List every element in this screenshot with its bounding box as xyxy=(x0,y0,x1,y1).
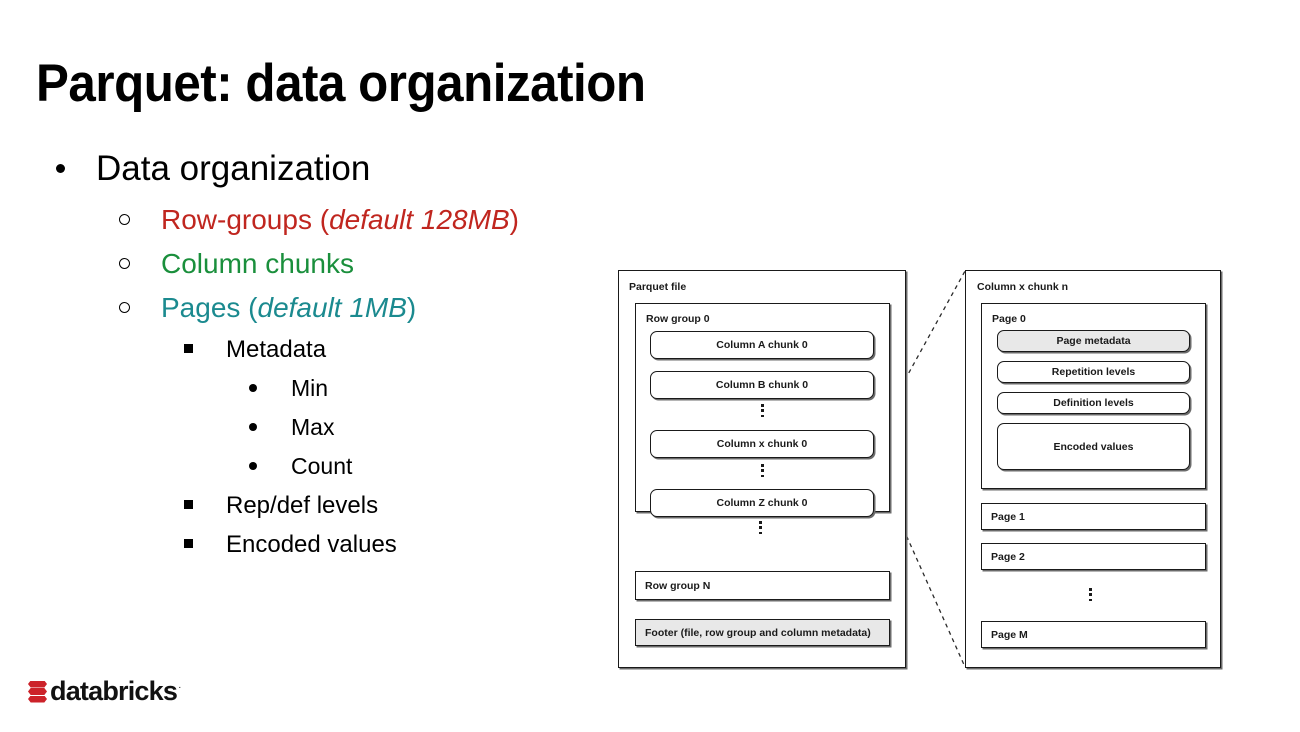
bullet-data-organization: Data organization xyxy=(46,146,606,192)
page-0-title: Page 0 xyxy=(992,313,1026,325)
bullet-label-pages: Pages (default 1MB) xyxy=(161,286,416,329)
column-chunk-title: Column x chunk n xyxy=(977,281,1069,293)
page-0-box: Page 0 Page metadata Repetition levels D… xyxy=(981,303,1206,489)
row-groups-text: Row-groups ( xyxy=(161,204,330,235)
circle-bullet-icon xyxy=(111,214,161,234)
square-bullet-icon xyxy=(176,344,226,362)
databricks-logo: databricks · xyxy=(28,678,181,705)
disc-bullet-icon xyxy=(241,461,291,479)
chunk-ellipsis-bottom xyxy=(761,464,764,477)
bullet-label-encoded-values: Encoded values xyxy=(226,531,397,558)
page-2-box: Page 2 xyxy=(981,543,1206,570)
bullet-pages: Pages (default 1MB) xyxy=(111,286,606,329)
circle-bullet-icon xyxy=(111,302,161,322)
square-bullet-icon xyxy=(176,539,226,557)
row-groups-tail: ) xyxy=(509,204,519,235)
disc-bullet-icon xyxy=(46,163,96,179)
databricks-mark-icon xyxy=(28,680,47,703)
column-a-chunk-box: Column A chunk 0 xyxy=(650,331,874,359)
bullet-label-metadata: Metadata xyxy=(226,336,327,363)
bullet-label-data-organization: Data organization xyxy=(96,149,371,188)
bullet-metadata: Metadata xyxy=(176,330,606,369)
disc-bullet-icon xyxy=(241,383,291,401)
bullet-count: Count xyxy=(241,447,606,486)
pages-tail: ) xyxy=(406,292,417,323)
row-group-n-box: Row group N xyxy=(635,571,890,600)
page-ellipsis xyxy=(1089,588,1092,601)
bullet-max: Max xyxy=(241,408,606,447)
column-x-chunk-box: Column x chunk 0 xyxy=(650,430,874,458)
footer-box: Footer (file, row group and column metad… xyxy=(635,619,890,646)
page-title: Parquet: data organization xyxy=(36,54,646,113)
page-1-box: Page 1 xyxy=(981,503,1206,530)
bullet-label-rep-def-levels: Rep/def levels xyxy=(226,492,379,519)
encoded-values-box: Encoded values xyxy=(997,423,1190,470)
row-group-ellipsis xyxy=(759,521,762,534)
row-groups-emphasis: default 128MB xyxy=(329,204,510,235)
bullet-encoded-values: Encoded values xyxy=(176,525,606,564)
databricks-wordmark: databricks xyxy=(50,676,178,706)
disc-bullet-icon xyxy=(241,422,291,440)
parquet-file-panel: Parquet file Row group 0 Column A chunk … xyxy=(618,270,906,668)
parquet-file-title: Parquet file xyxy=(629,281,687,293)
bullet-row-groups: Row-groups (default 128MB) xyxy=(111,198,606,241)
bullet-list: Data organization Row-groups (default 12… xyxy=(46,146,606,564)
column-chunk-panel: Column x chunk n Page 0 Page metadata Re… xyxy=(965,270,1221,668)
column-z-chunk-box: Column Z chunk 0 xyxy=(650,489,874,517)
bullet-rep-def-levels: Rep/def levels xyxy=(176,486,606,525)
circle-bullet-icon xyxy=(111,258,161,278)
definition-levels-box: Definition levels xyxy=(997,392,1190,414)
chunk-ellipsis-top xyxy=(761,404,764,417)
bullet-label-row-groups: Row-groups (default 128MB) xyxy=(161,198,519,241)
pages-emphasis: default 1MB xyxy=(257,292,407,323)
repetition-levels-box: Repetition levels xyxy=(997,361,1190,383)
page-metadata-box: Page metadata xyxy=(997,330,1190,352)
bullet-label-count: Count xyxy=(291,453,353,479)
square-bullet-icon xyxy=(176,500,226,518)
bullet-label-column-chunks: Column chunks xyxy=(161,248,354,279)
column-b-chunk-box: Column B chunk 0 xyxy=(650,371,874,399)
row-group-0-box: Row group 0 Column A chunk 0 Column B ch… xyxy=(635,303,890,517)
pages-text: Pages ( xyxy=(161,292,258,323)
bullet-label-min: Min xyxy=(291,375,329,401)
bullet-min: Min xyxy=(241,369,606,408)
bullet-column-chunks: Column chunks xyxy=(111,242,606,285)
bullet-label-max: Max xyxy=(291,414,335,440)
row-group-0-title: Row group 0 xyxy=(646,313,710,325)
trademark-symbol: · xyxy=(178,682,182,693)
page-m-box: Page M xyxy=(981,621,1206,648)
